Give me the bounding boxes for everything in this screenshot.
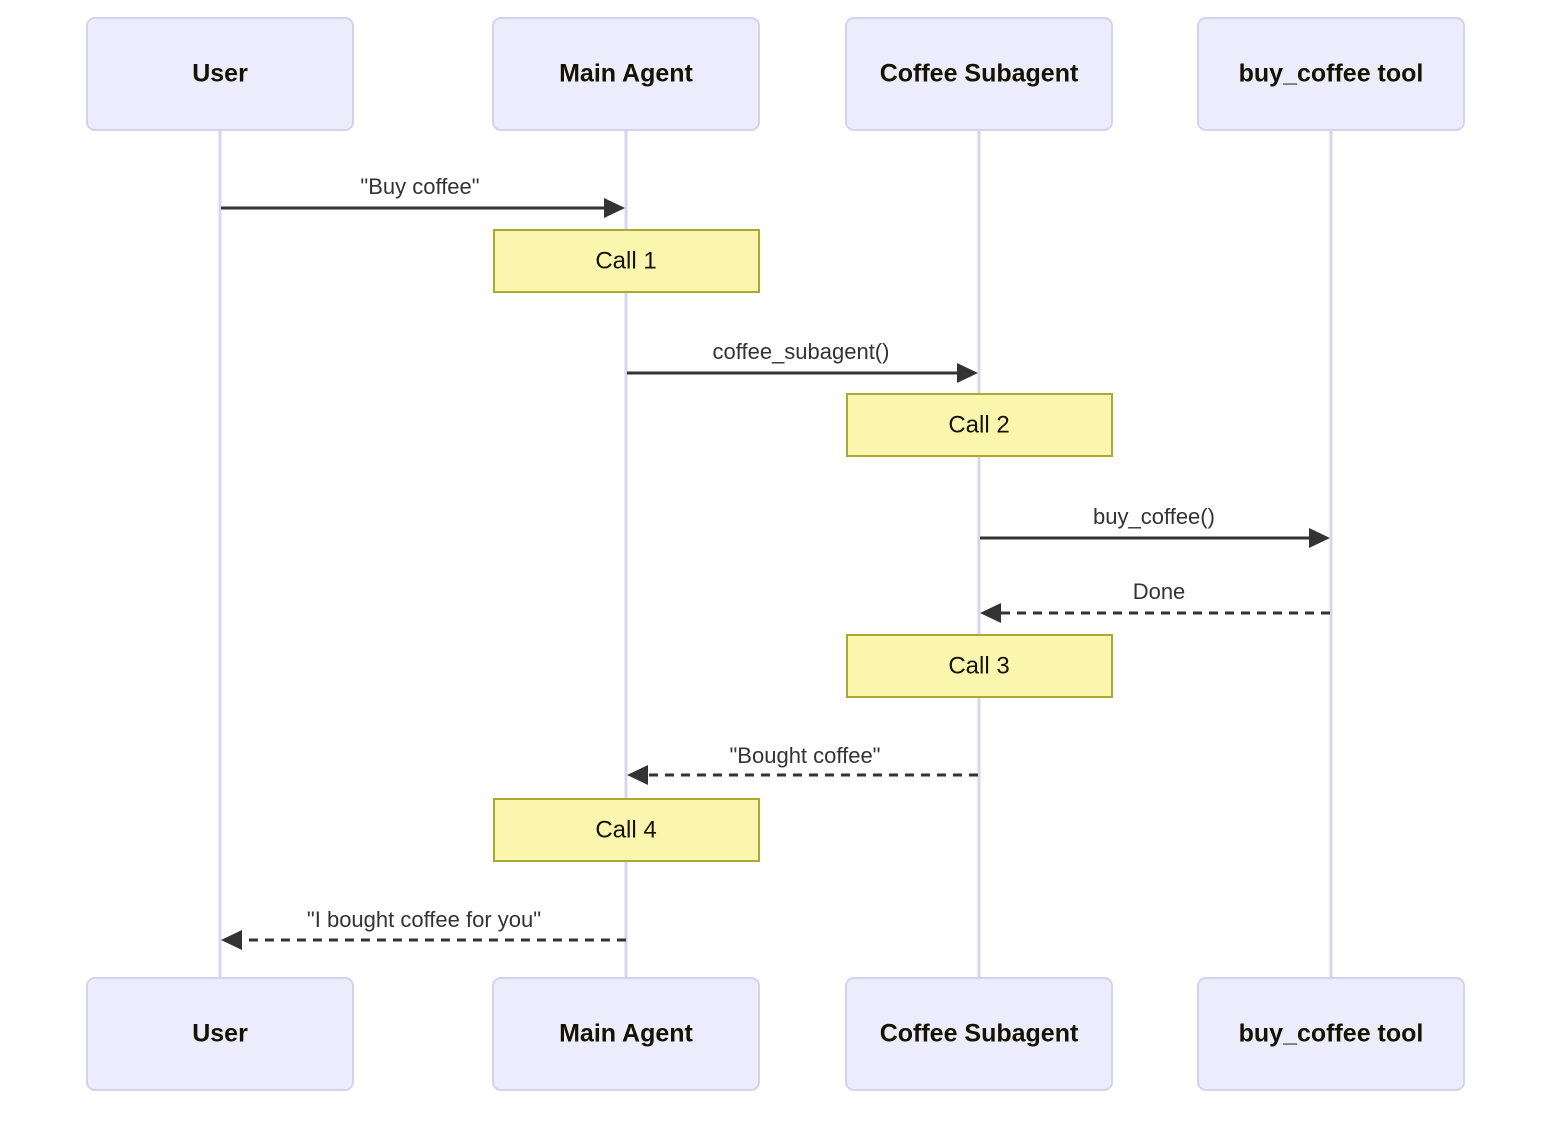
message-coffee-subagent[interactable]: coffee_subagent() (627, 339, 978, 383)
participants-header-group: User Main Agent Coffee Subagent buy_coff… (86, 17, 1465, 131)
participant-header-coffee-subagent[interactable]: Coffee Subagent (845, 17, 1113, 131)
note-call-2-box[interactable] (846, 393, 1113, 457)
message-buy-coffee[interactable]: "Buy coffee" (221, 174, 625, 218)
message-done[interactable]: Done (980, 579, 1330, 623)
participant-footer-coffee-subagent-box[interactable] (845, 977, 1113, 1091)
participant-footer-buy-coffee-tool-box[interactable] (1197, 977, 1465, 1091)
participant-header-buy-coffee-tool[interactable]: buy_coffee tool (1197, 17, 1465, 131)
participant-footer-user[interactable]: User (86, 977, 354, 1091)
participant-header-buy-coffee-tool-label: buy_coffee tool (1239, 60, 1424, 88)
participant-footer-user-box[interactable] (86, 977, 354, 1091)
participant-footer-main-agent[interactable]: Main Agent (492, 977, 760, 1091)
participant-header-main-agent-label: Main Agent (559, 60, 693, 88)
message-buy-coffee-label: "Buy coffee" (360, 174, 479, 199)
participant-header-coffee-subagent-box[interactable] (845, 17, 1113, 131)
participant-footer-main-agent-box[interactable] (492, 977, 760, 1091)
message-i-bought-coffee-label: "I bought coffee for you" (307, 907, 541, 932)
note-call-4-label: Call 4 (595, 816, 656, 843)
message-coffee-subagent-arrowhead (957, 363, 978, 383)
message-bought-coffee-arrowhead (627, 765, 648, 785)
participant-header-user[interactable]: User (86, 17, 354, 131)
message-i-bought-coffee-arrowhead (221, 930, 242, 950)
note-call-2[interactable]: Call 2 (846, 393, 1113, 457)
note-call-3[interactable]: Call 3 (846, 634, 1113, 698)
note-call-3-label: Call 3 (948, 652, 1009, 679)
lifelines-group (218, 130, 1333, 978)
participants-footer-group: User Main Agent Coffee Subagent buy_coff… (86, 977, 1465, 1091)
note-call-2-label: Call 2 (948, 411, 1009, 438)
message-done-arrowhead (980, 603, 1001, 623)
message-buy-coffee-call[interactable]: buy_coffee() (980, 504, 1330, 548)
participant-footer-buy-coffee-tool-label: buy_coffee tool (1239, 1020, 1424, 1048)
note-call-4[interactable]: Call 4 (493, 798, 760, 862)
note-call-1-box[interactable] (493, 229, 760, 293)
message-bought-coffee-label: "Bought coffee" (730, 743, 881, 768)
participant-header-user-label: User (192, 60, 248, 88)
participant-footer-main-agent-label: Main Agent (559, 1020, 693, 1048)
note-call-1-label: Call 1 (595, 247, 656, 274)
message-i-bought-coffee[interactable]: "I bought coffee for you" (221, 907, 626, 950)
message-buy-coffee-call-arrowhead (1309, 528, 1330, 548)
participant-footer-coffee-subagent[interactable]: Coffee Subagent (845, 977, 1113, 1091)
note-call-1[interactable]: Call 1 (493, 229, 760, 293)
participant-footer-coffee-subagent-label: Coffee Subagent (880, 1020, 1079, 1048)
participant-header-main-agent[interactable]: Main Agent (492, 17, 760, 131)
participant-footer-user-label: User (192, 1020, 248, 1048)
participant-header-user-box[interactable] (86, 17, 354, 131)
participant-header-buy-coffee-tool-box[interactable] (1197, 17, 1465, 131)
message-coffee-subagent-label: coffee_subagent() (713, 339, 890, 364)
participant-footer-buy-coffee-tool[interactable]: buy_coffee tool (1197, 977, 1465, 1091)
note-call-4-box[interactable] (493, 798, 760, 862)
participant-header-main-agent-box[interactable] (492, 17, 760, 131)
note-call-3-box[interactable] (846, 634, 1113, 698)
message-buy-coffee-call-label: buy_coffee() (1093, 504, 1215, 529)
message-bought-coffee[interactable]: "Bought coffee" (627, 743, 978, 785)
message-done-label: Done (1133, 579, 1186, 604)
message-buy-coffee-arrowhead (604, 198, 625, 218)
participant-header-coffee-subagent-label: Coffee Subagent (880, 60, 1079, 88)
